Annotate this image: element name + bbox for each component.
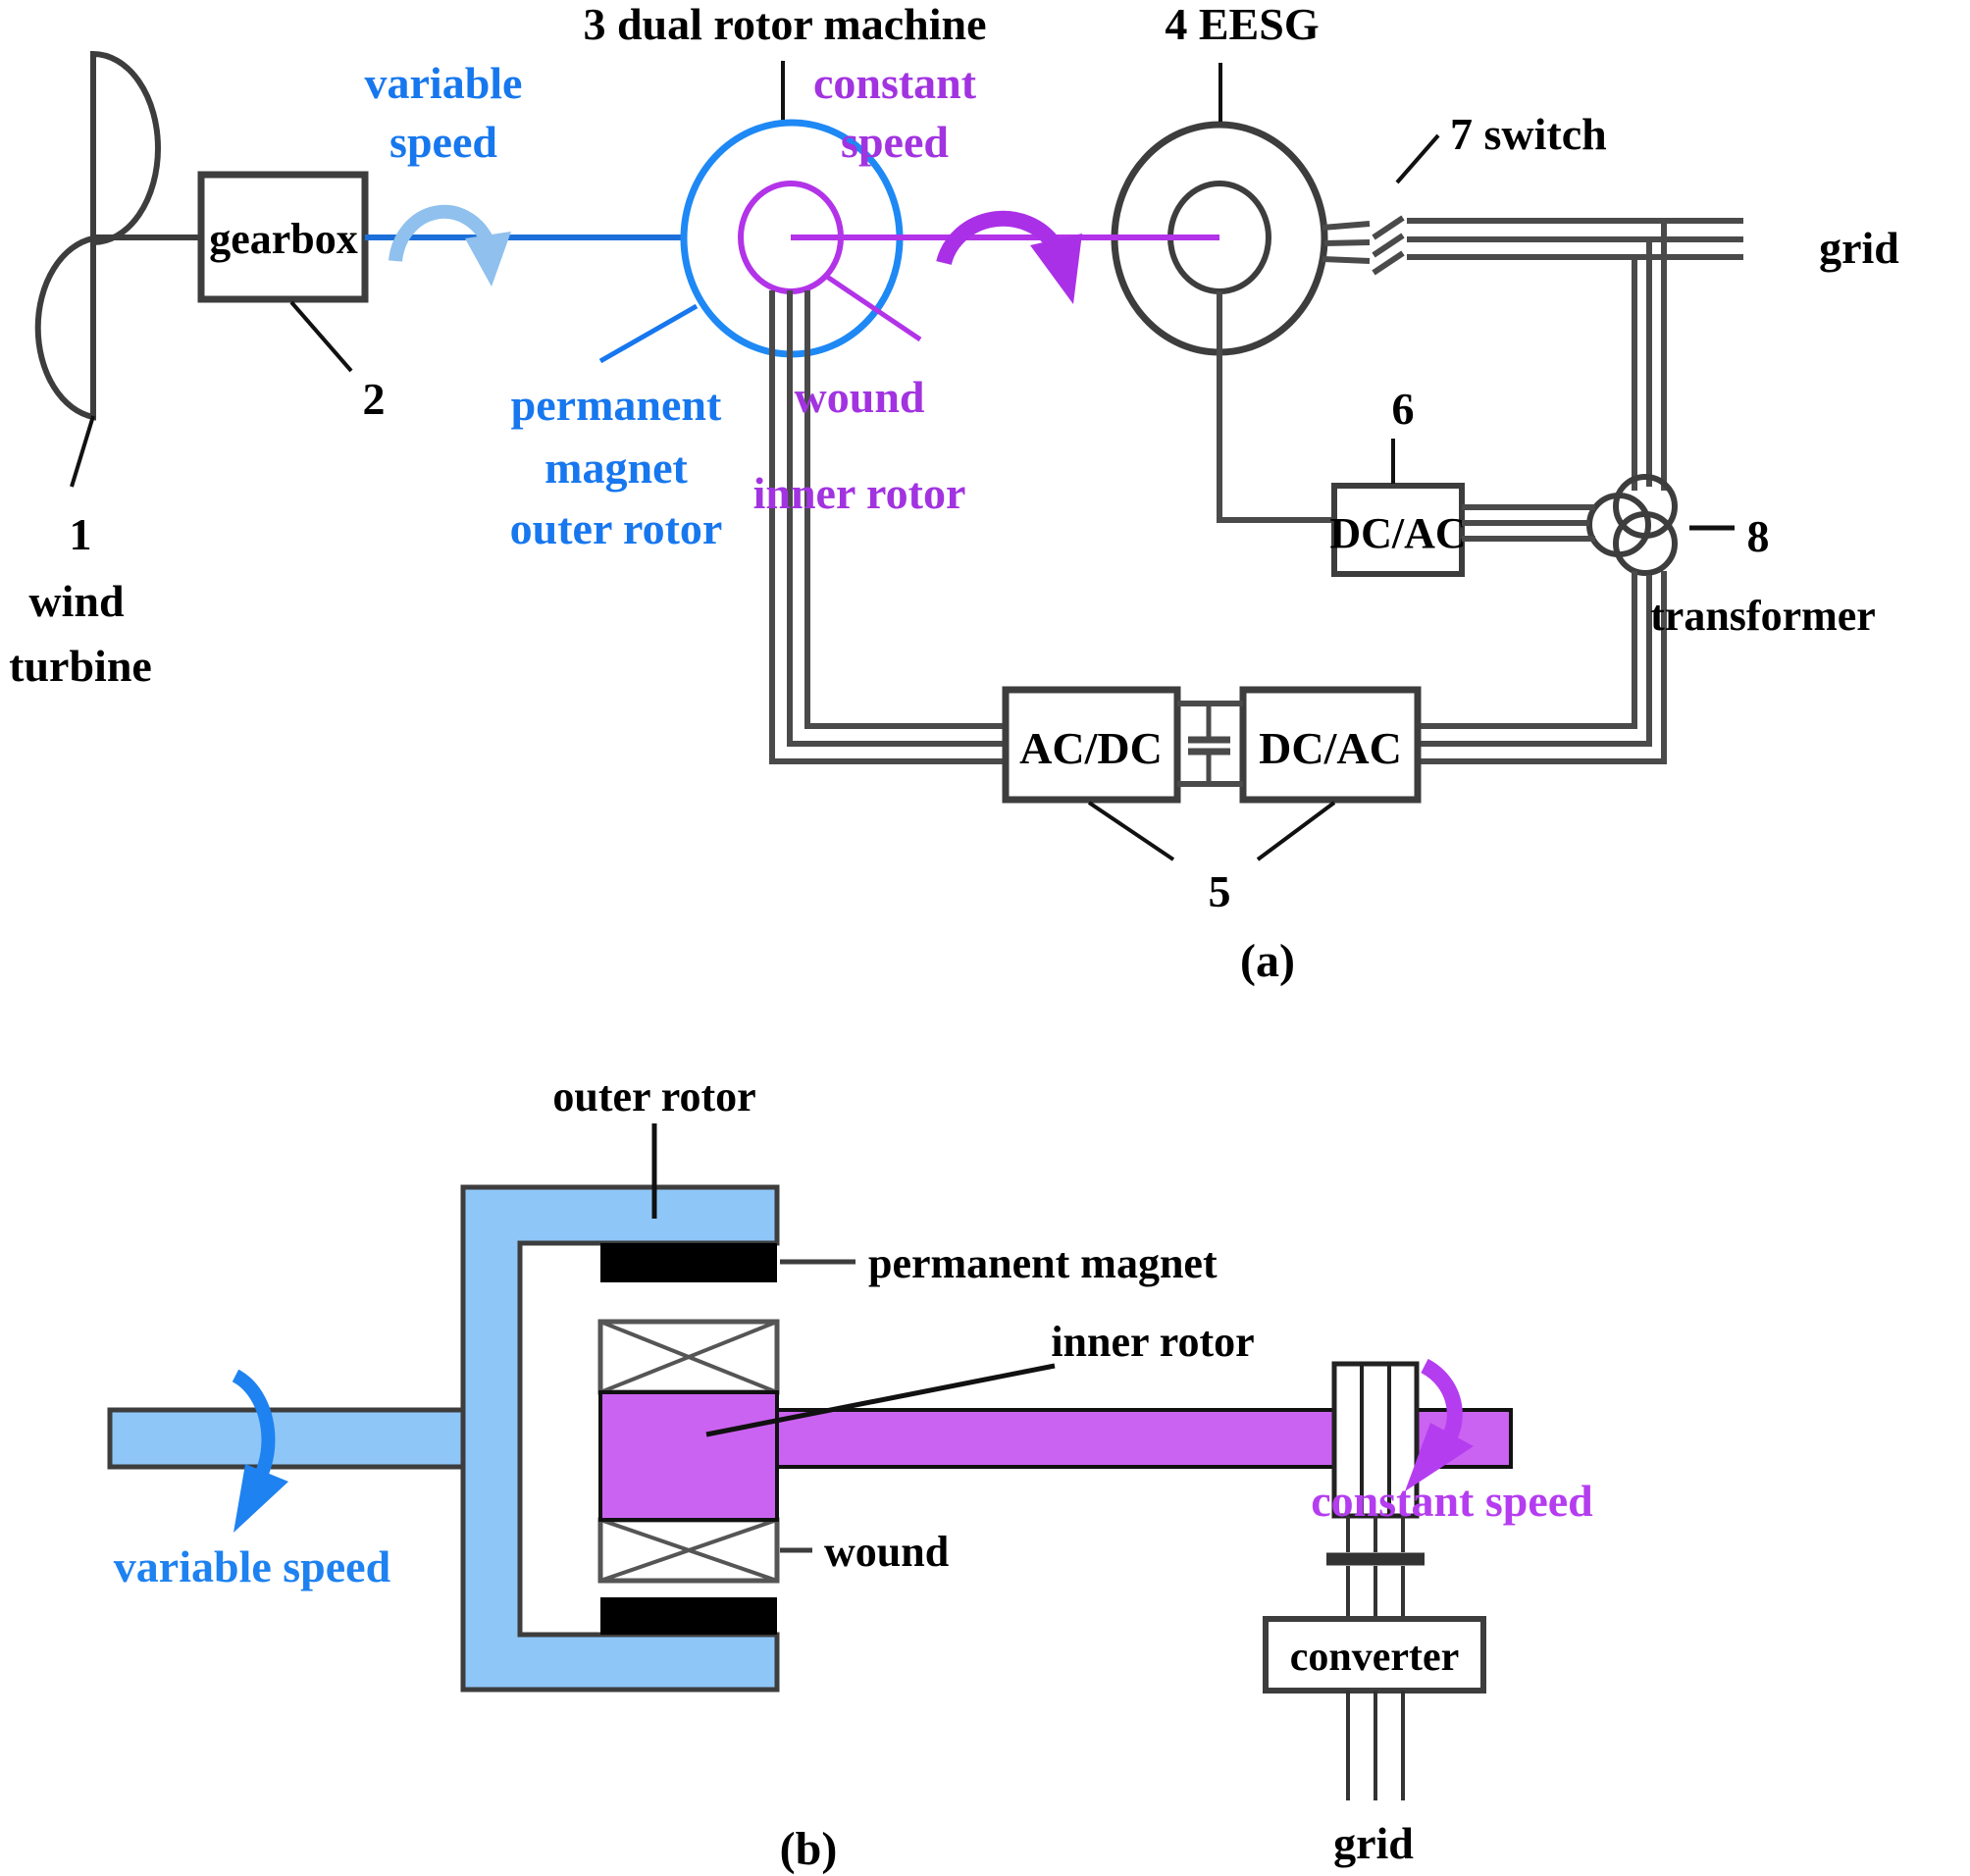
converter5-pointer-right: [1256, 801, 1336, 861]
converter-box: [1263, 1616, 1486, 1694]
switch-blade-3: [1372, 250, 1405, 276]
variable-speed-arrow: [389, 204, 511, 287]
transformer-to-converter-bus: [1418, 571, 1667, 764]
dcac6-label: DC/AC: [1329, 509, 1466, 557]
grid-to-transformer-bus: [1632, 221, 1667, 491]
switch-blade-2: [1372, 233, 1405, 258]
eesg-lead-3: [1322, 256, 1371, 264]
constant-speed-arrow: [936, 210, 1082, 304]
gearbox-pointer-line: [289, 300, 353, 373]
variable-speed-arrow-head: [465, 232, 511, 287]
slip-ring-box: [1331, 1361, 1420, 1519]
constant-speed-arrow-b: [1405, 1358, 1474, 1491]
switch-and-grid-lines: [1322, 133, 1743, 276]
dcac6-box: [1331, 483, 1465, 577]
panel-b: outer rotor permanent magnet wound inner…: [107, 1072, 1593, 1875]
transformer-number: 8: [1747, 511, 1770, 561]
transformer-circle-bottom: [1613, 511, 1678, 576]
bottom-bus-1: [1418, 571, 1637, 729]
wound-coil-bottom: [597, 1517, 780, 1584]
machine-leads-bus: [769, 290, 1006, 764]
wound-inner-label-line2: inner rotor: [753, 468, 966, 518]
variable-speed-shaft-bar: [107, 1407, 468, 1470]
panel-a: 1 wind turbine gearbox 2: [9, 0, 1899, 987]
constant-speed-arrow-arc: [936, 210, 1062, 266]
grid-label-a: grid: [1819, 223, 1899, 273]
converter5-pointer-left: [1087, 801, 1175, 861]
variable-speed-label-line2: speed: [389, 117, 497, 167]
constant-speed-arrow-b-head: [1405, 1423, 1474, 1491]
converter5-block: AC/DC DC/AC 5: [1002, 686, 1422, 916]
machine-lead-2: [787, 290, 1006, 747]
constant-speed-arrow-head: [1030, 234, 1082, 304]
wound-coil-bottom-x2: [599, 1518, 778, 1583]
converter-label: converter: [1290, 1635, 1460, 1680]
converter5-number: 5: [1209, 866, 1231, 916]
pm-outer-rotor-pointer-line: [598, 303, 699, 364]
machine-lead-1: [769, 290, 1006, 764]
wound-coil-top: [597, 1319, 780, 1395]
variable-speed-label-b: variable speed: [114, 1541, 391, 1591]
machine-lead-3: [804, 290, 1006, 729]
constant-speed-label-line1: constant: [813, 58, 977, 108]
outer-rotor-label: outer rotor: [552, 1072, 755, 1120]
panel-a-caption: (a): [1240, 935, 1295, 987]
eesg-title: 4 EESG: [1165, 0, 1319, 49]
machine-title: 3 dual rotor machine: [583, 0, 986, 49]
wound-label: wound: [824, 1528, 949, 1576]
transformer-symbol: [1586, 474, 1735, 576]
wind-turbine-label-line2: turbine: [9, 641, 152, 691]
bottom-bus-3: [1418, 571, 1667, 764]
turbine-blade-lower: [34, 234, 96, 421]
wind-turbine-pointer-line: [70, 415, 95, 488]
inner-rotor-pointer-line: [705, 1363, 1056, 1437]
grid-label-b: grid: [1333, 1818, 1414, 1868]
eesg-lead-2: [1323, 239, 1371, 246]
wind-turbine-number: 1: [70, 509, 92, 559]
variable-speed-arrow-b: [232, 1369, 288, 1533]
wound-inner-rotor-pointer-line: [822, 272, 922, 342]
acdc-label: AC/DC: [1019, 723, 1163, 773]
pm-outer-label-line2: magnet: [544, 443, 688, 493]
acdc-box: [1002, 686, 1181, 804]
permanent-magnet-bottom: [600, 1597, 777, 1635]
variable-speed-arrow-b-head: [233, 1464, 288, 1533]
dcac5-box: [1239, 686, 1422, 804]
eesg-lead-1: [1322, 221, 1371, 231]
gearbox-label: gearbox: [209, 215, 358, 263]
slip-ring-block: [1326, 1361, 1425, 1619]
bottom-bus-2: [1418, 575, 1652, 747]
inner-rotor-block: [598, 1390, 779, 1522]
wound-coil-top-x2: [599, 1320, 778, 1394]
eesg-field-wire: [1217, 291, 1334, 523]
pm-outer-label-line1: permanent: [511, 380, 722, 430]
variable-speed-label-line1: variable: [365, 58, 523, 108]
panel-b-caption: (b): [780, 1823, 838, 1875]
transformer-label: transformer: [1650, 592, 1876, 640]
pm-outer-label-line3: outer rotor: [510, 503, 723, 553]
constant-speed-label-line2: speed: [841, 117, 949, 167]
outer-rotor-cshape: [460, 1184, 780, 1693]
turbine-blade-upper: [90, 50, 161, 246]
variable-speed-arrow-arc: [389, 204, 495, 262]
switch-label: 7 switch: [1450, 109, 1607, 159]
inner-rotor-label: inner rotor: [1051, 1318, 1254, 1366]
field-inverter-block: DC/AC 6: [1329, 384, 1595, 577]
gearbox-block: gearbox 2: [197, 171, 386, 424]
constant-speed-label-b: constant speed: [1311, 1476, 1593, 1526]
gearbox-number: 2: [363, 374, 386, 424]
dcac5-label: DC/AC: [1259, 723, 1402, 773]
permanent-magnet-top: [600, 1243, 777, 1282]
switch-blade-1: [1372, 215, 1405, 240]
dcac6-number: 6: [1392, 384, 1415, 434]
permanent-magnet-label: permanent magnet: [868, 1239, 1218, 1287]
switch-pointer-line: [1395, 133, 1440, 184]
wind-turbine-label-line1: wind: [28, 576, 125, 626]
wound-inner-label-line1: wound: [795, 372, 925, 422]
transformer-circle-top: [1613, 474, 1678, 539]
wind-turbine-symbol: 1 wind turbine: [9, 50, 202, 691]
